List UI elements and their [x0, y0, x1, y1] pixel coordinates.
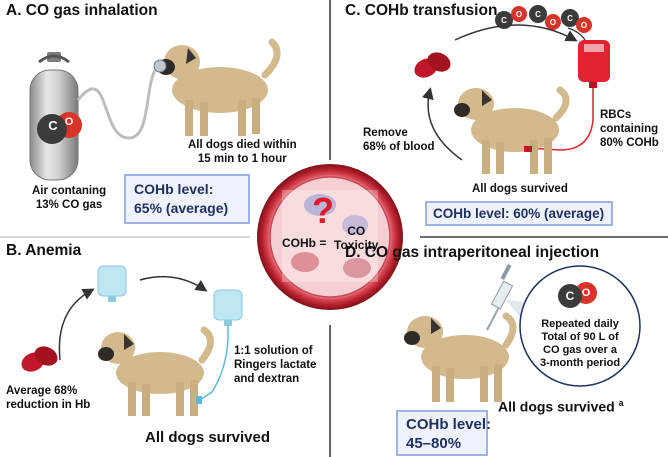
- panel-d-outcome-text: All dogs survived: [498, 398, 615, 415]
- arrow-cycle-c: [422, 87, 463, 161]
- panel-b-outcome: All dogs survived: [145, 429, 271, 446]
- reduction-label: Average 68% reduction in Hb: [6, 385, 91, 411]
- chain-o1: O: [516, 10, 522, 19]
- panel-c-level-box: COHb level: 60% (average): [425, 201, 613, 226]
- co-molecule-d: [558, 282, 597, 308]
- panel-c-title: C. COHb transfusion: [345, 2, 498, 19]
- center-left-label: COHb =: [282, 236, 327, 250]
- center-question-mark: ?: [312, 190, 334, 231]
- panel-d-level-box: COHb level: 45–80%: [396, 410, 492, 456]
- rbc-icon-b: [21, 346, 58, 372]
- rbc-label: RBCs containing 80% COHb: [600, 109, 659, 149]
- co-chain: [495, 5, 592, 33]
- arrow-cycle-b: [58, 288, 95, 361]
- iv-bag-right: [199, 289, 243, 401]
- panel-c-level: COHb level: 60% (average): [433, 206, 605, 221]
- molecule-d-c: C: [565, 289, 575, 303]
- molecule-d-o: O: [581, 287, 591, 299]
- chain-c3: C: [567, 14, 573, 23]
- panel-a-title: A. CO gas inhalation: [6, 2, 158, 19]
- arrow-chain-down: [567, 27, 586, 41]
- gas-tube: [76, 69, 157, 140]
- dog-a: [157, 38, 281, 136]
- iv-bag-left: [97, 265, 127, 302]
- panel-a-outcome: All dogs died within 15 min to 1 hour: [188, 139, 297, 165]
- molecule-a-c: C: [48, 118, 58, 133]
- molecule-a-o: O: [64, 116, 74, 128]
- arrow-top-c: [454, 24, 578, 42]
- chain-o3: O: [581, 21, 587, 30]
- remove-label: Remove 68% of blood: [363, 127, 435, 153]
- panel-d-level: COHb level: 45–80%: [406, 416, 492, 452]
- solution-label: 1:1 solution of Ringers lactate and dext…: [234, 345, 317, 385]
- panel-a-level-label: COHb level:: [134, 181, 214, 197]
- dog-b: [98, 326, 214, 416]
- co-molecule-a: [37, 112, 82, 144]
- chain-c1: C: [501, 16, 507, 25]
- chain-c2: C: [535, 10, 541, 19]
- panel-d-outcome-note: a: [618, 398, 624, 408]
- molecule-labels: C O C O C O: [501, 10, 587, 30]
- panel-b-title: B. Anemia: [6, 242, 82, 259]
- dog-c: [454, 86, 570, 174]
- panel-c-outcome: All dogs survived: [472, 183, 568, 195]
- panel-a-level-value: 65% (average): [134, 200, 229, 216]
- panel-d-outcome: All dogs survived a: [498, 398, 624, 415]
- bubble-text: Repeated daily Total of 90 L of CO gas o…: [540, 318, 621, 369]
- panel-d-title: D. CO gas intraperitoneal injection: [345, 244, 600, 261]
- blood-bag: [527, 40, 610, 151]
- air-label: Air contaning 13% CO gas: [32, 185, 107, 211]
- panel-a-level-box: COHb level: 65% (average): [124, 174, 250, 224]
- center-right-label: CO Toxicity: [334, 224, 379, 252]
- arrow-bag-to-bag: [139, 275, 208, 292]
- rbc-icon-c: [414, 52, 451, 78]
- blood-vessel-graphic: [257, 164, 403, 310]
- co-bubble: [519, 265, 641, 387]
- dog-d: [404, 312, 517, 402]
- chain-o2: O: [550, 18, 556, 27]
- mask-icon: [153, 59, 167, 73]
